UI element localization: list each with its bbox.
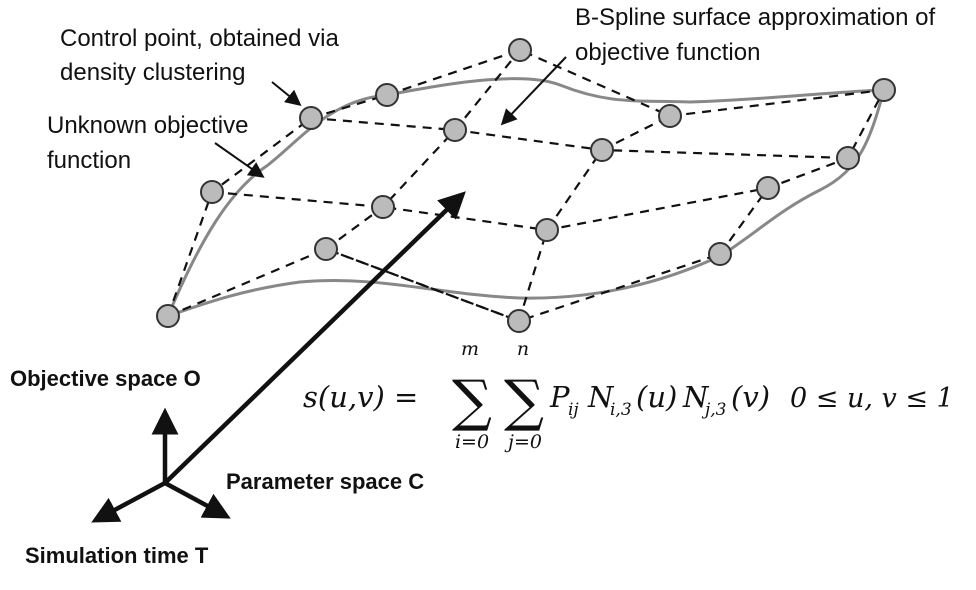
grid-row-2 [310,116,849,160]
control-point [708,242,732,266]
control-point [508,38,532,62]
bspline-label-2: objective function [575,39,760,66]
control-point [756,176,780,200]
formula-N1-arg: (u) [636,380,677,414]
control-point [658,104,682,128]
parameter-axis-short [163,481,231,519]
sum2-upper: n [517,338,529,360]
parameter-axis-label: Parameter space C [226,469,424,494]
axis-system [91,191,466,523]
control-point [507,309,531,333]
control-point [156,304,180,328]
bspline-formula: s(u,v) = m ∑ i=0 n ∑ j=0 P ij N i,3 (u) … [303,338,954,453]
control-point-label-1: Control point, obtained via [60,25,340,52]
control-point [371,195,395,219]
objective-axis-label: Objective space O [10,366,201,391]
control-point-pointer [271,81,302,107]
sum1-lower: i=0 [455,431,489,453]
control-point [443,118,467,142]
control-point [200,180,224,204]
grid-col-4 [719,89,885,255]
control-grid [166,48,885,323]
parameter-axis-long [163,191,466,485]
bspline-label-1: B-Spline surface approximation of [575,4,936,31]
sum1-sigma: ∑ [452,369,492,434]
control-point [872,78,896,102]
unknown-function-label-1: Unknown objective [47,112,248,139]
formula-N2: N [682,380,710,414]
formula-N2-sub: j,3 [701,400,727,420]
grid-row-3 [211,186,769,232]
control-point [590,138,614,162]
time-axis [91,481,167,523]
sum1-upper: m [461,338,479,360]
formula-P-sub: ij [568,400,579,420]
formula-N1-sub: i,3 [610,400,632,420]
control-point [314,237,338,261]
control-points [156,38,896,333]
sum2-lower: j=0 [504,431,542,453]
grid-diag [325,247,520,323]
sum2-sigma: ∑ [504,369,544,434]
control-point [535,218,559,242]
time-axis-label: Simulation time T [25,543,209,568]
formula-range: 0 ≤ u, v ≤ 1 [790,383,954,414]
grid-col-3 [517,115,671,322]
unknown-function-pointer [214,142,265,178]
unknown-function-curve [165,77,886,319]
control-point [299,106,323,130]
formula-N1: N [587,380,615,414]
unknown-function-label-2: function [47,147,131,174]
control-point [836,146,860,170]
control-point [375,83,399,107]
formula-N2-arg: (v) [731,380,770,414]
control-point-label-2: density clustering [60,59,245,86]
formula-lhs: s(u,v) = [303,380,418,414]
grid-col-2 [325,49,521,250]
bspline-pointer [500,56,567,126]
grid-row-1 [310,48,885,120]
formula-P: P [549,380,570,414]
